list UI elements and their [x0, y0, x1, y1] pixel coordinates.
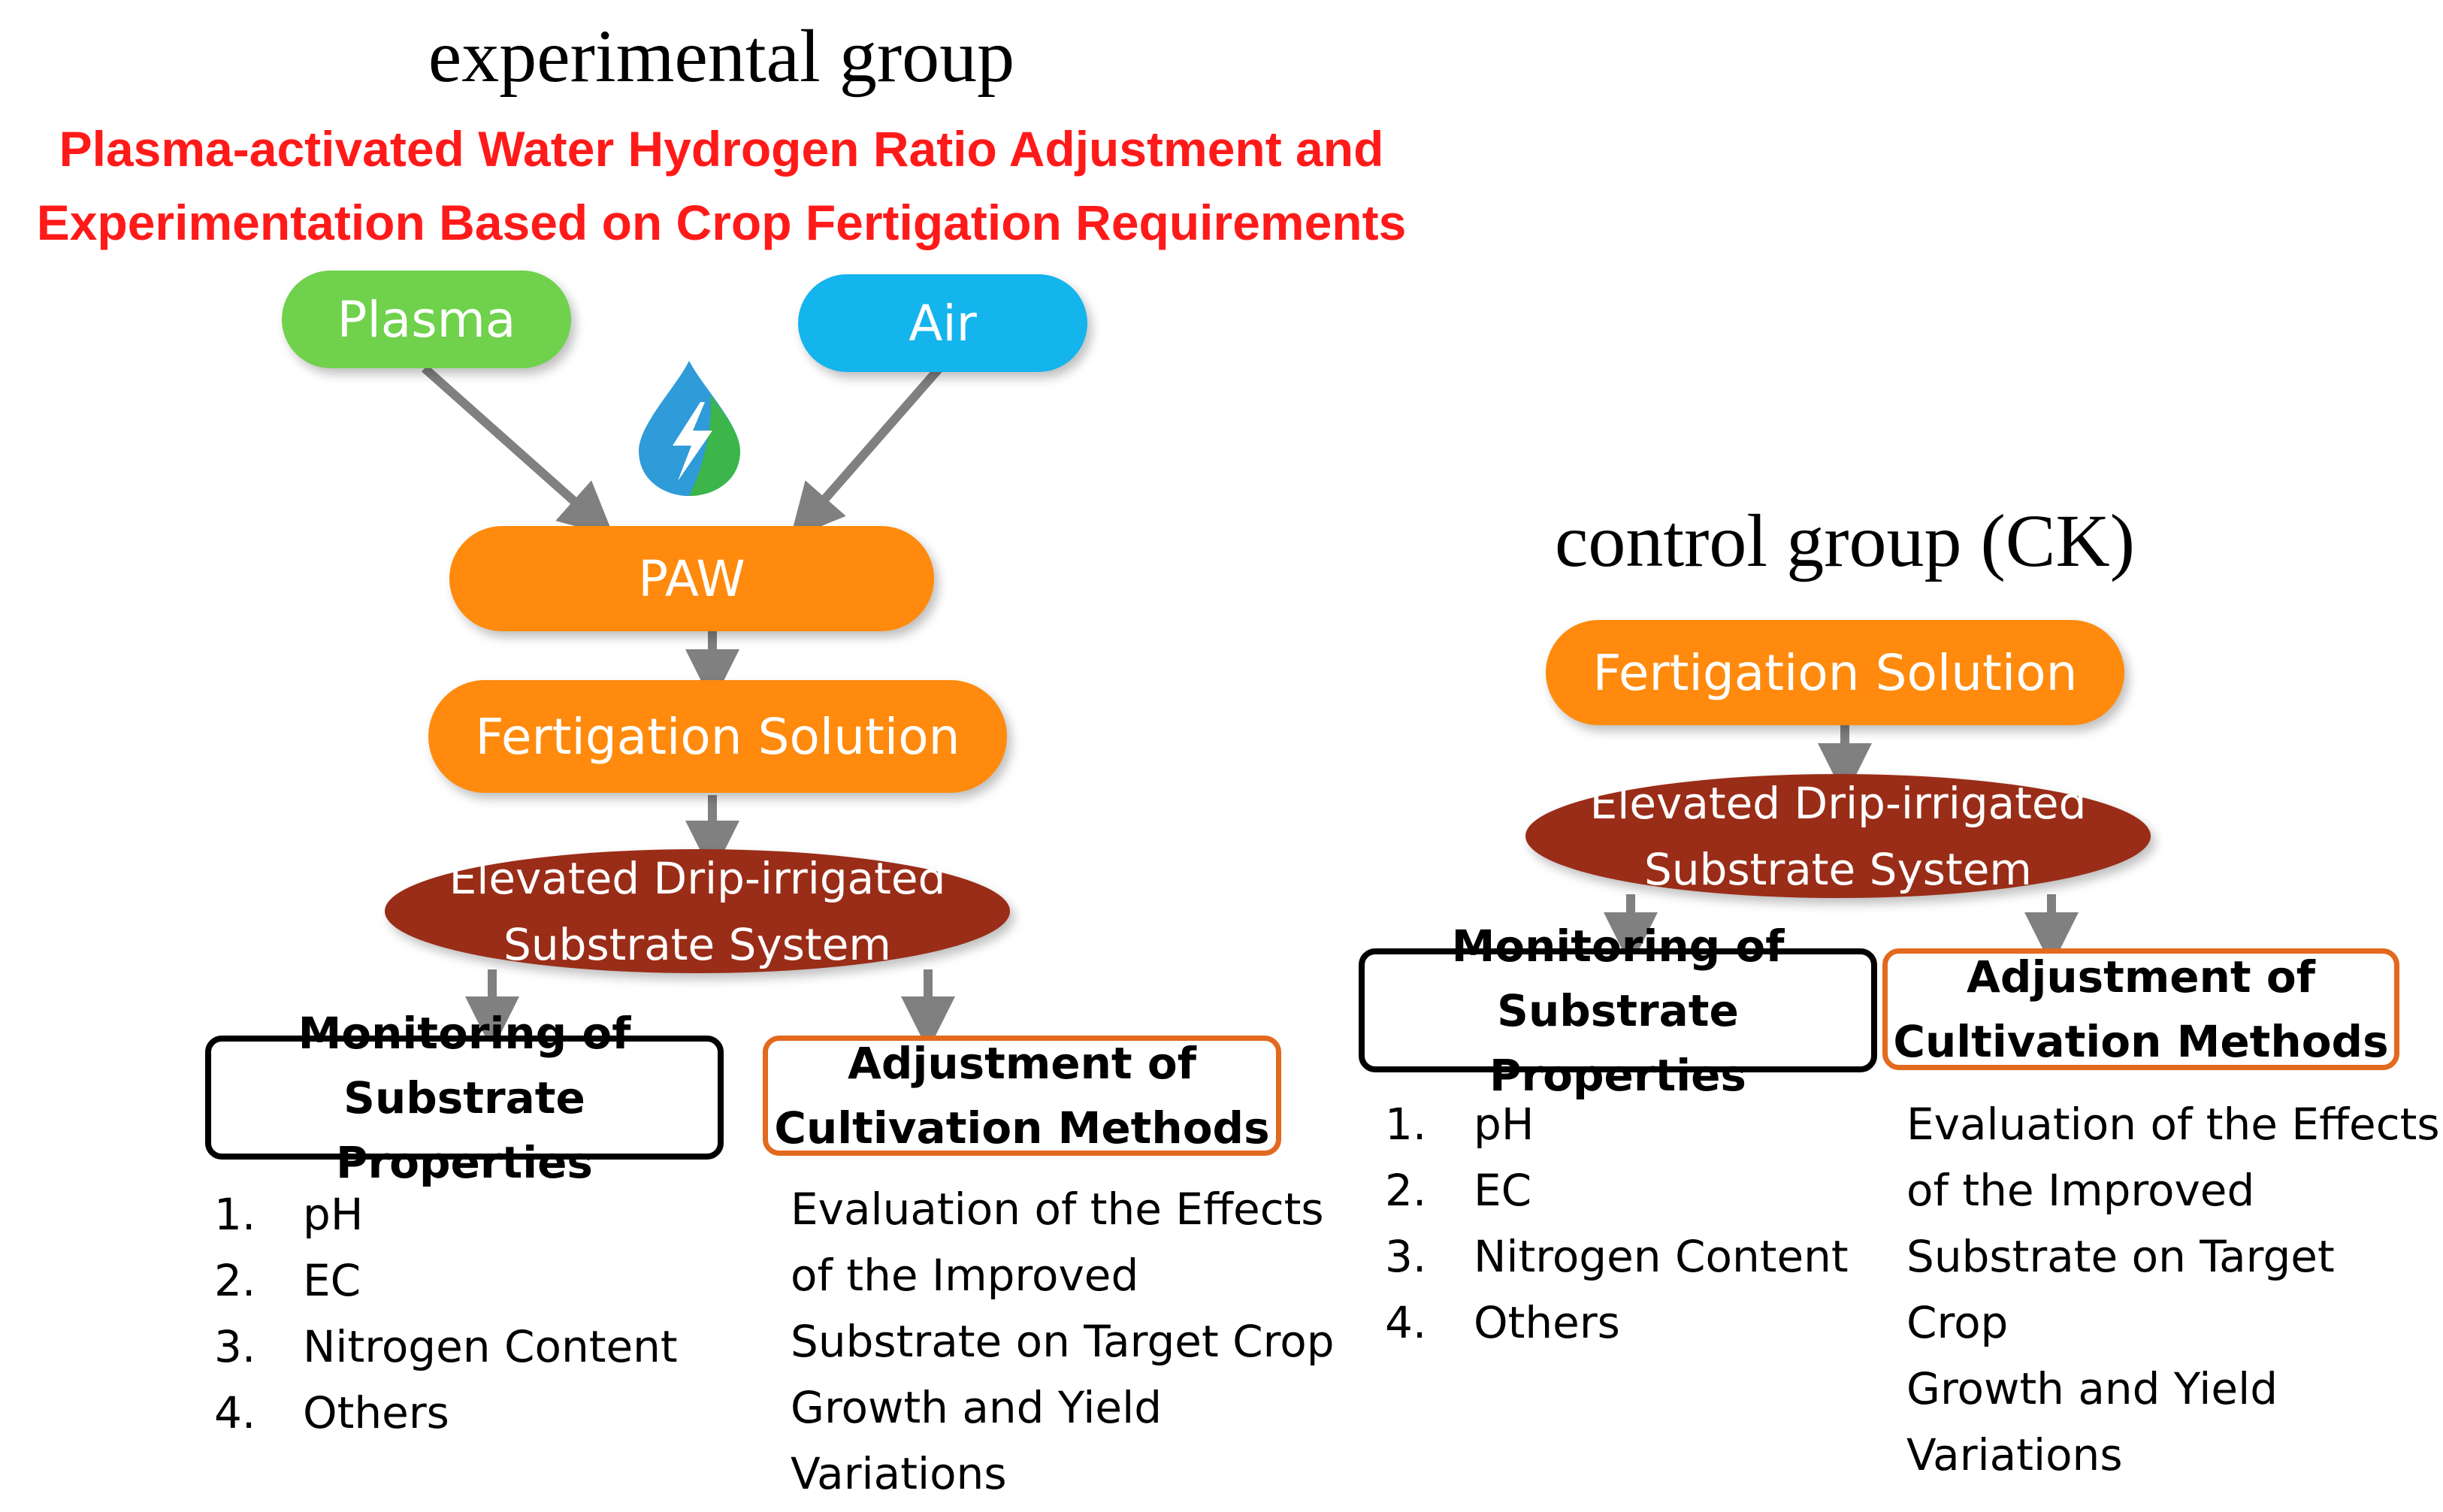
- ck-evaluation-text: Evaluation of the Effects of the Improve…: [1906, 1099, 2440, 1480]
- properties-list: 1.pH 2.EC 3.Nitrogen Content 4.Others: [214, 1181, 678, 1446]
- ck-substrate-system-node: Elevated Drip-irrigated Substrate System: [1525, 774, 2151, 898]
- ck-monitoring-line1: Monitoring of: [1451, 920, 1785, 972]
- ck-adjustment-line2: Cultivation Methods: [1893, 1016, 2389, 1067]
- experimental-title: experimental group: [428, 14, 1015, 98]
- adjustment-box: Adjustment of Cultivation Methods: [763, 1036, 1281, 1156]
- paw-node: PAW: [449, 526, 934, 631]
- substrate-system-line1: Elevated Drip-irrigated: [449, 852, 946, 904]
- air-node: Air: [798, 274, 1087, 372]
- ck-monitoring-line2: Substrate Properties: [1489, 984, 1746, 1101]
- plasma-node: Plasma: [282, 271, 571, 368]
- substrate-system-node: Elevated Drip-irrigated Substrate System: [385, 849, 1010, 973]
- adjustment-line2: Cultivation Methods: [774, 1102, 1270, 1154]
- substrate-system-line2: Substrate System: [503, 918, 891, 970]
- ck-substrate-system-line1: Elevated Drip-irrigated: [1589, 777, 2087, 829]
- ck-adjustment-box: Adjustment of Cultivation Methods: [1882, 948, 2399, 1070]
- ck-substrate-system-line2: Substrate System: [1644, 843, 2032, 895]
- ck-adjustment-line1: Adjustment of: [1967, 951, 2315, 1002]
- arrow-plasma-to-paw: [422, 364, 614, 537]
- evaluation-text: Evaluation of the Effects of the Improve…: [791, 1184, 1335, 1499]
- list-item: 3.Nitrogen Content: [214, 1321, 678, 1372]
- list-item: 1.pH: [214, 1189, 364, 1240]
- list-item: 2.EC: [214, 1255, 361, 1306]
- list-item: 3.Nitrogen Content: [1385, 1231, 1849, 1282]
- plasma-water-drop-icon: [631, 357, 748, 500]
- ck-monitoring-box: Monitoring of Substrate Properties: [1359, 921, 1877, 1101]
- list-item: 4.Others: [1385, 1297, 1620, 1348]
- experimental-subtitle-line2: Experimentation Based on Crop Fertigatio…: [36, 195, 1407, 250]
- adjustment-line1: Adjustment of: [848, 1038, 1196, 1089]
- ck-fertigation-solution-node: Fertigation Solution: [1546, 620, 2124, 725]
- monitoring-line1: Monitoring of: [298, 1007, 631, 1059]
- list-item: 1.pH: [1385, 1099, 1534, 1150]
- list-item: 4.Others: [214, 1387, 449, 1438]
- control-title: control group (CK): [1554, 499, 2136, 582]
- arrow-air-to-paw: [790, 365, 943, 540]
- fertigation-solution-node: Fertigation Solution: [428, 680, 1007, 793]
- ck-properties-list: 1.pH 2.EC 3.Nitrogen Content 4.Others: [1385, 1091, 1849, 1356]
- experimental-subtitle-line1: Plasma-activated Water Hydrogen Ratio Ad…: [59, 121, 1384, 177]
- monitoring-line2: Substrate Properties: [336, 1072, 593, 1188]
- list-item: 2.EC: [1385, 1165, 1532, 1216]
- monitoring-box: Monitoring of Substrate Properties: [205, 1008, 724, 1188]
